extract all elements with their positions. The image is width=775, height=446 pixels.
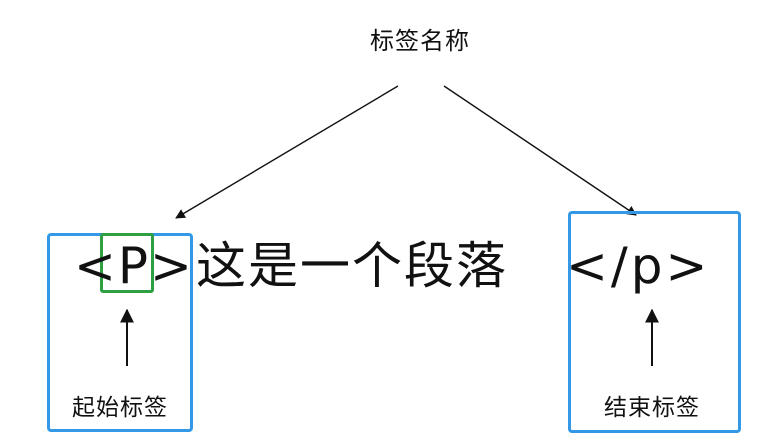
tag-name-title: 标签名称 (370, 27, 470, 55)
open-tag-label: 起始标签 (72, 395, 168, 421)
open-tag-text: <P> (74, 237, 194, 295)
close-tag-box (568, 211, 741, 433)
example-paragraph-line: <P>这是一个段落 </p> (74, 228, 710, 304)
close-tag-label: 结束标签 (604, 395, 700, 421)
arrow-to-open-tag (175, 85, 399, 219)
paragraph-content-text: 这是一个段落 (196, 237, 508, 295)
arrow-to-close-tag (443, 85, 637, 216)
close-tag-text: </p> (566, 237, 711, 295)
tag-name-highlight-box (100, 233, 154, 293)
